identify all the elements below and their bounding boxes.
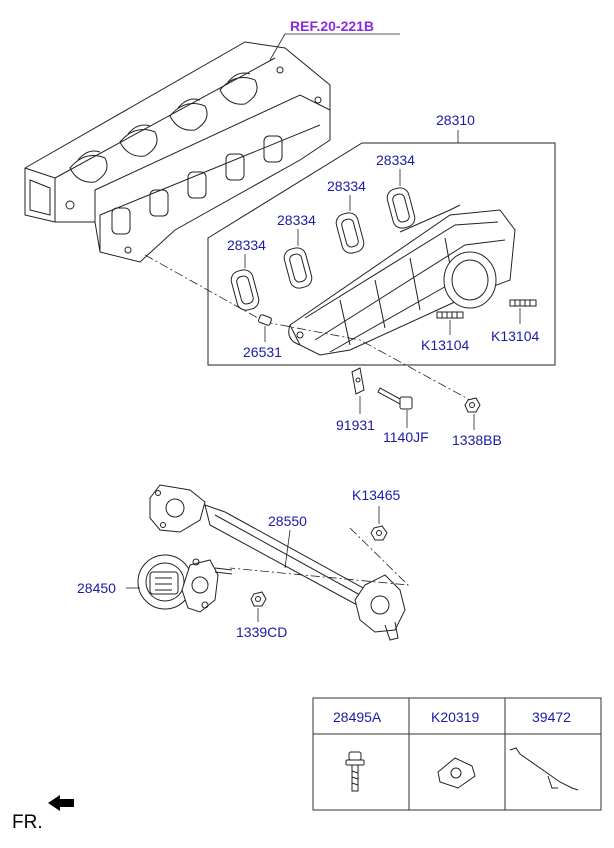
callout-nut-manifold[interactable]: 1338BB xyxy=(452,432,502,448)
legend-header-1[interactable]: 28495A xyxy=(333,709,382,725)
intake-manifold-icon xyxy=(288,204,516,356)
gasket-icon-2 xyxy=(283,247,313,289)
gasket-icon-1 xyxy=(230,269,260,311)
callout-bracket[interactable]: 91931 xyxy=(336,417,375,433)
stud-icon-2 xyxy=(509,299,537,307)
gasket-icon-3 xyxy=(335,212,365,254)
pipe-bolt-icon xyxy=(370,525,388,541)
gasket-plate-icon xyxy=(437,757,476,789)
callout-manifold-assembly[interactable]: 28310 xyxy=(436,112,475,128)
callout-nut-egr[interactable]: 1339CD xyxy=(236,624,287,640)
callout-egr-valve[interactable]: 28450 xyxy=(77,580,116,596)
reference-label[interactable]: REF.20-221B xyxy=(290,18,374,34)
dowel-pin-icon xyxy=(258,314,272,326)
callout-gasket-1[interactable]: 28334 xyxy=(227,237,266,253)
cylinder-head-icon xyxy=(24,41,331,263)
legend-header-3[interactable]: 39472 xyxy=(532,709,571,725)
egr-valve-icon xyxy=(137,554,233,613)
callout-bolt[interactable]: 1140JF xyxy=(383,429,429,445)
manifold-group-frame xyxy=(207,142,556,366)
legend-header-2[interactable]: K20319 xyxy=(431,709,479,725)
gasket-icon-4 xyxy=(386,187,416,229)
flange-bolt-icon xyxy=(377,387,413,410)
flange-bolt-icon xyxy=(345,751,365,792)
front-direction-arrow-icon xyxy=(48,795,74,811)
egr-pipe-leader xyxy=(284,529,291,569)
callout-stud-2[interactable]: K13104 xyxy=(491,328,539,344)
callout-stud-1[interactable]: K13104 xyxy=(421,337,469,353)
valve-nut-icon xyxy=(250,591,267,607)
callout-gasket-3[interactable]: 28334 xyxy=(327,178,366,194)
stud-icon-1 xyxy=(436,311,464,319)
bracket-icon xyxy=(351,367,365,395)
wire-clip-icon xyxy=(509,747,579,791)
callout-egr-pipe[interactable]: 28550 xyxy=(268,513,307,529)
callout-gasket-4[interactable]: 28334 xyxy=(376,152,415,168)
alignment-centerline xyxy=(144,254,471,401)
hex-nut-icon xyxy=(464,397,481,413)
reference-leader-line xyxy=(269,33,286,61)
egr-pipe-icon xyxy=(149,484,406,641)
callout-gasket-2[interactable]: 28334 xyxy=(277,212,316,228)
front-indicator-label: FR. xyxy=(12,812,43,833)
callout-pin[interactable]: 26531 xyxy=(243,344,282,360)
pipe-alignment-line xyxy=(229,527,410,586)
callout-pipe-bolt[interactable]: K13465 xyxy=(352,487,400,503)
